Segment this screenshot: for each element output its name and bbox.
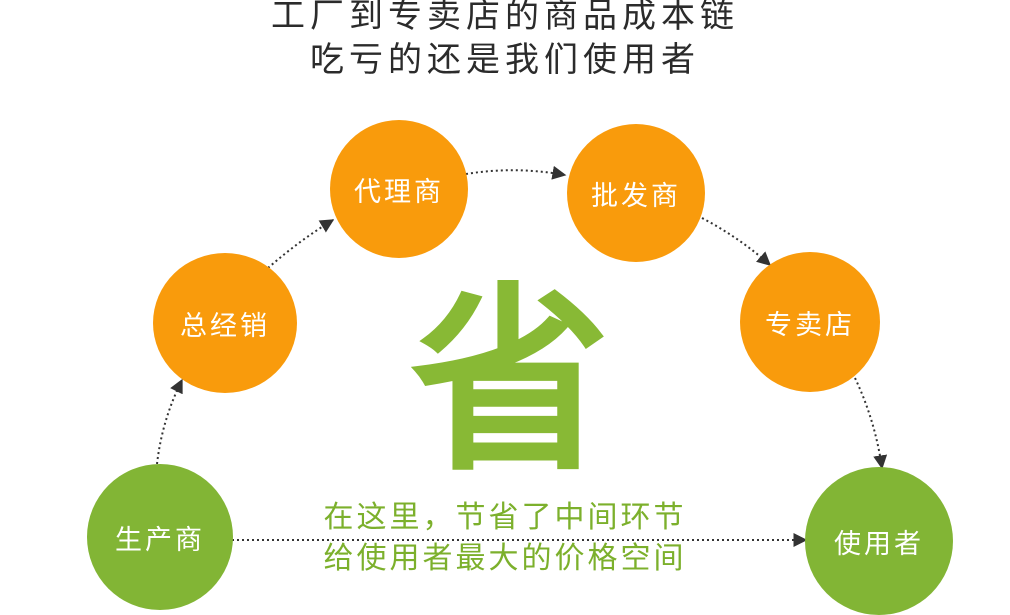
connector-wholesaler-to-store	[701, 217, 772, 266]
savings-note-line-2: 给使用者最大的价格空间	[323, 541, 687, 576]
savings-note-line-1: 在这里，节省了中间环节	[323, 500, 687, 535]
node-producer: 生产商	[87, 464, 233, 610]
save-character: 省	[409, 266, 610, 499]
node-agent-label: 代理商	[354, 176, 444, 208]
node-store: 专卖店	[740, 252, 880, 392]
node-agent: 代理商	[330, 120, 468, 258]
title-line-2: 吃亏的还是我们使用者	[310, 40, 700, 80]
node-user-label: 使用者	[834, 528, 924, 560]
connector-layer	[156, 165, 888, 547]
title-line-1: 工厂到专卖店的商品成本链	[271, 0, 739, 36]
connector-distributor-to-agent	[267, 219, 335, 269]
node-general-distributor: 总经销	[153, 253, 297, 393]
node-wholesaler-label: 批发商	[591, 180, 681, 212]
node-wholesaler: 批发商	[567, 124, 705, 262]
connector-agent-to-wholesaler	[465, 165, 567, 180]
connector-store-to-user	[854, 377, 888, 470]
node-store-label: 专卖店	[765, 309, 855, 341]
connector-producer-to-distributor	[156, 378, 183, 465]
node-producer-label: 生产商	[115, 524, 205, 556]
node-general-distributor-label: 总经销	[180, 310, 270, 342]
